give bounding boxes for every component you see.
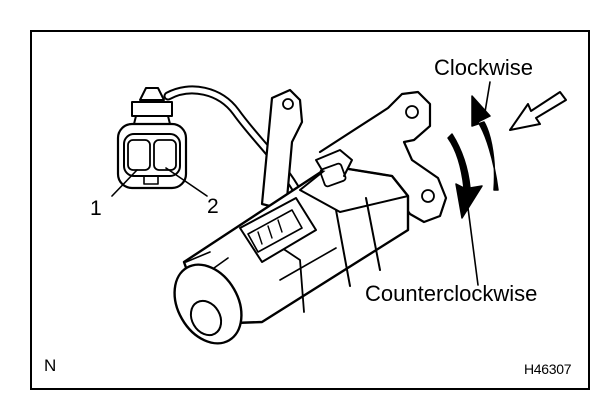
rotation-arrows <box>447 91 567 219</box>
actuator-body <box>173 149 410 345</box>
counterclockwise-arrow <box>447 133 483 219</box>
mounting-bracket <box>260 88 448 224</box>
counterclockwise-label: Counterclockwise <box>365 281 538 306</box>
diagram-frame <box>30 30 590 390</box>
clockwise-label: Clockwise <box>434 55 534 80</box>
view-letter: N <box>44 356 57 375</box>
pin-2-label: 2 <box>207 195 219 218</box>
figure-code: H46307 <box>524 361 572 377</box>
pin-1-label: 1 <box>90 197 102 220</box>
view-direction-arrow <box>509 91 567 131</box>
connector <box>116 87 188 190</box>
clockwise-arrow <box>471 95 499 191</box>
